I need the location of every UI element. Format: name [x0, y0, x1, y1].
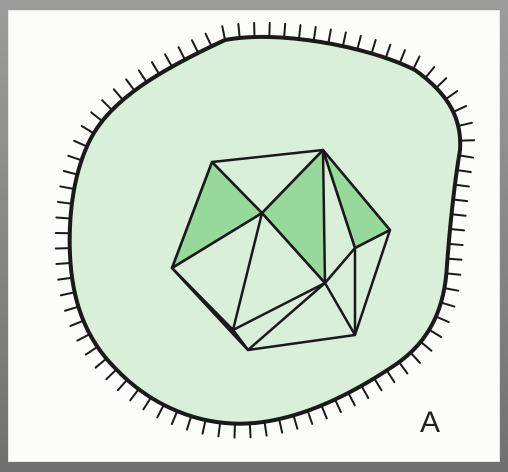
envelope-spike [453, 106, 466, 112]
envelope-spike [68, 156, 81, 161]
envelope-spike [74, 141, 87, 147]
envelope-spike [328, 30, 331, 44]
envelope-spike [452, 214, 466, 215]
envelope-spike [449, 244, 463, 245]
envelope-spike [429, 330, 441, 337]
envelope-spike [314, 27, 316, 41]
envelope-spike [70, 321, 83, 326]
envelope-spike [413, 57, 419, 70]
envelope-spike [335, 399, 341, 412]
envelope-spike [361, 386, 368, 398]
envelope-spike [82, 126, 94, 133]
envelope-spike [118, 380, 127, 390]
envelope-spike [57, 263, 71, 264]
envelope-spike [343, 32, 346, 46]
envelope-spike [152, 62, 159, 74]
envelope-spike [203, 420, 206, 434]
envelope-spike [91, 112, 102, 121]
envelope-spike [206, 34, 212, 47]
envelope-spike [411, 353, 421, 363]
envelope-spike [308, 411, 313, 424]
envelope-spike [421, 342, 432, 351]
envelope-spike [444, 288, 458, 291]
envelope-spike [130, 389, 138, 400]
envelope-spike [400, 50, 405, 63]
envelope-spike [56, 217, 70, 218]
envelope-spike [192, 40, 198, 53]
envelope-spike [143, 398, 150, 410]
envelope-spike [446, 273, 460, 274]
envelope-spike [458, 123, 472, 126]
envelope-spike [65, 307, 78, 311]
envelope-spike [58, 278, 72, 280]
envelope-spike [441, 303, 454, 307]
envelope-spike [453, 200, 467, 202]
envelope-spike [179, 47, 186, 59]
envelope-spike [139, 70, 147, 82]
envelope-spike [77, 334, 89, 341]
envelope-spike [436, 317, 449, 323]
envelope-spike [425, 67, 434, 78]
envelope-spike [114, 89, 123, 100]
envelope-spike [218, 422, 220, 436]
envelope-spike [265, 422, 267, 436]
envelope-spike [299, 25, 301, 39]
envelope-spike [96, 359, 107, 368]
envelope-spike [61, 292, 75, 295]
envelope-spike [106, 369, 116, 379]
envelope-spike [86, 347, 98, 355]
envelope-spike [348, 393, 354, 405]
envelope-spike [436, 78, 446, 88]
envelope-spike [165, 54, 172, 66]
envelope-spike [387, 370, 395, 382]
envelope-spike [187, 416, 191, 429]
envelope-spike [455, 185, 469, 187]
envelope-spike [447, 259, 461, 260]
envelope-spike [157, 405, 163, 417]
envelope-spike [126, 79, 134, 90]
envelope-spike [450, 229, 464, 230]
envelope-spike [399, 362, 407, 373]
envelope-spike [293, 415, 297, 428]
envelope-spike [374, 378, 381, 390]
envelope-spike [222, 26, 225, 40]
envelope-spike [459, 155, 473, 157]
envelope-spike [446, 91, 457, 99]
envelope-spike [457, 170, 471, 172]
envelope-spike [238, 24, 239, 38]
envelope-spike [172, 411, 177, 424]
envelope-spike [279, 419, 282, 433]
figure-label: A [420, 408, 440, 438]
envelope-spike [321, 405, 326, 418]
envelope-spike [102, 100, 112, 110]
envelope-spike [250, 423, 251, 437]
